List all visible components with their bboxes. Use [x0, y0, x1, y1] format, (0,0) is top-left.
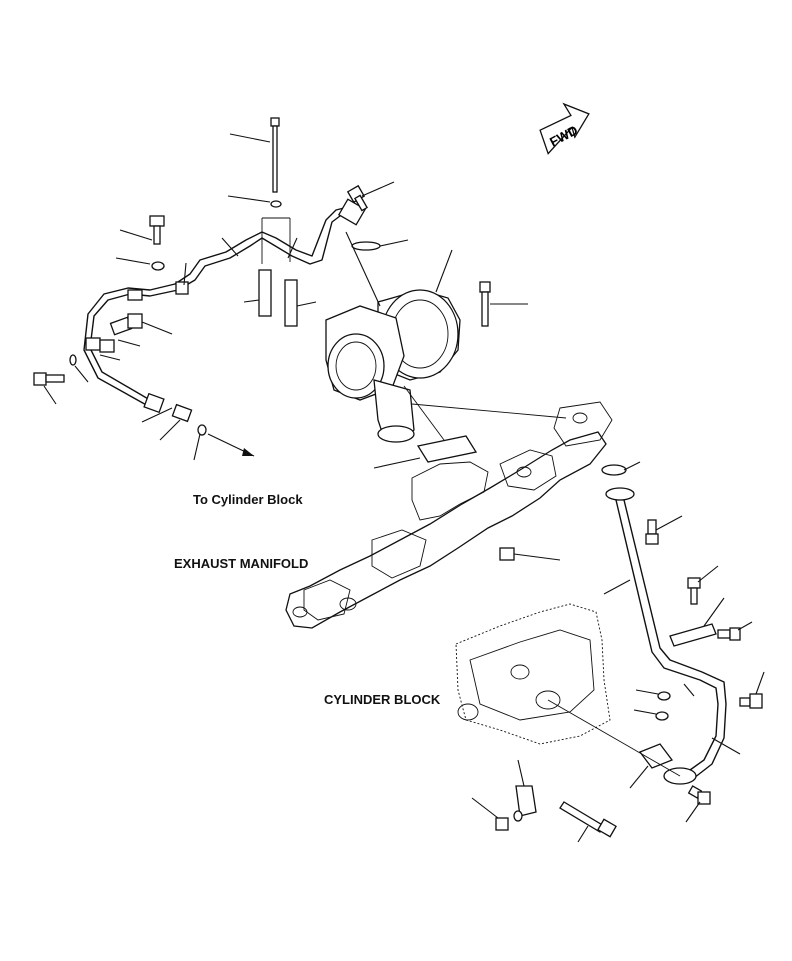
exhaust-manifold: [285, 401, 613, 629]
connector: [141, 403, 255, 461]
flange-gasket: [629, 743, 674, 789]
turbo-gasket: [373, 385, 567, 469]
bolt: [645, 515, 683, 545]
fwd-arrow-icon: FWD: [539, 102, 590, 155]
cylinder-block: [455, 603, 681, 777]
nut: [471, 797, 523, 831]
washers: [633, 689, 671, 721]
exhaust-manifold-label: EXHAUST MANIFOLD: [174, 556, 309, 571]
turbocharger: [325, 231, 461, 443]
drain-pipe: [601, 461, 741, 785]
bolt: [739, 671, 765, 709]
pipe-bracket: [243, 217, 317, 327]
cylinder-block-label: CYLINDER BLOCK: [324, 692, 441, 707]
gasket: [351, 239, 409, 251]
washer: [227, 195, 282, 208]
clip: [669, 597, 725, 647]
bolt: [479, 281, 528, 327]
oil-pipe: [83, 198, 367, 414]
support-bracket: [515, 759, 537, 817]
hose-fittings: [99, 313, 173, 361]
long-bolt: [559, 801, 617, 843]
direction-arrow-icon: [242, 448, 254, 456]
nut: [499, 547, 561, 561]
bolt: [115, 215, 165, 271]
bolt: [717, 621, 753, 641]
to-cylinder-block-label: To Cylinder Block: [193, 492, 303, 507]
bolt: [685, 785, 711, 823]
bolt: [33, 354, 89, 405]
long-bolt: [229, 117, 280, 193]
bolt: [687, 565, 719, 605]
bolt: [346, 181, 395, 212]
